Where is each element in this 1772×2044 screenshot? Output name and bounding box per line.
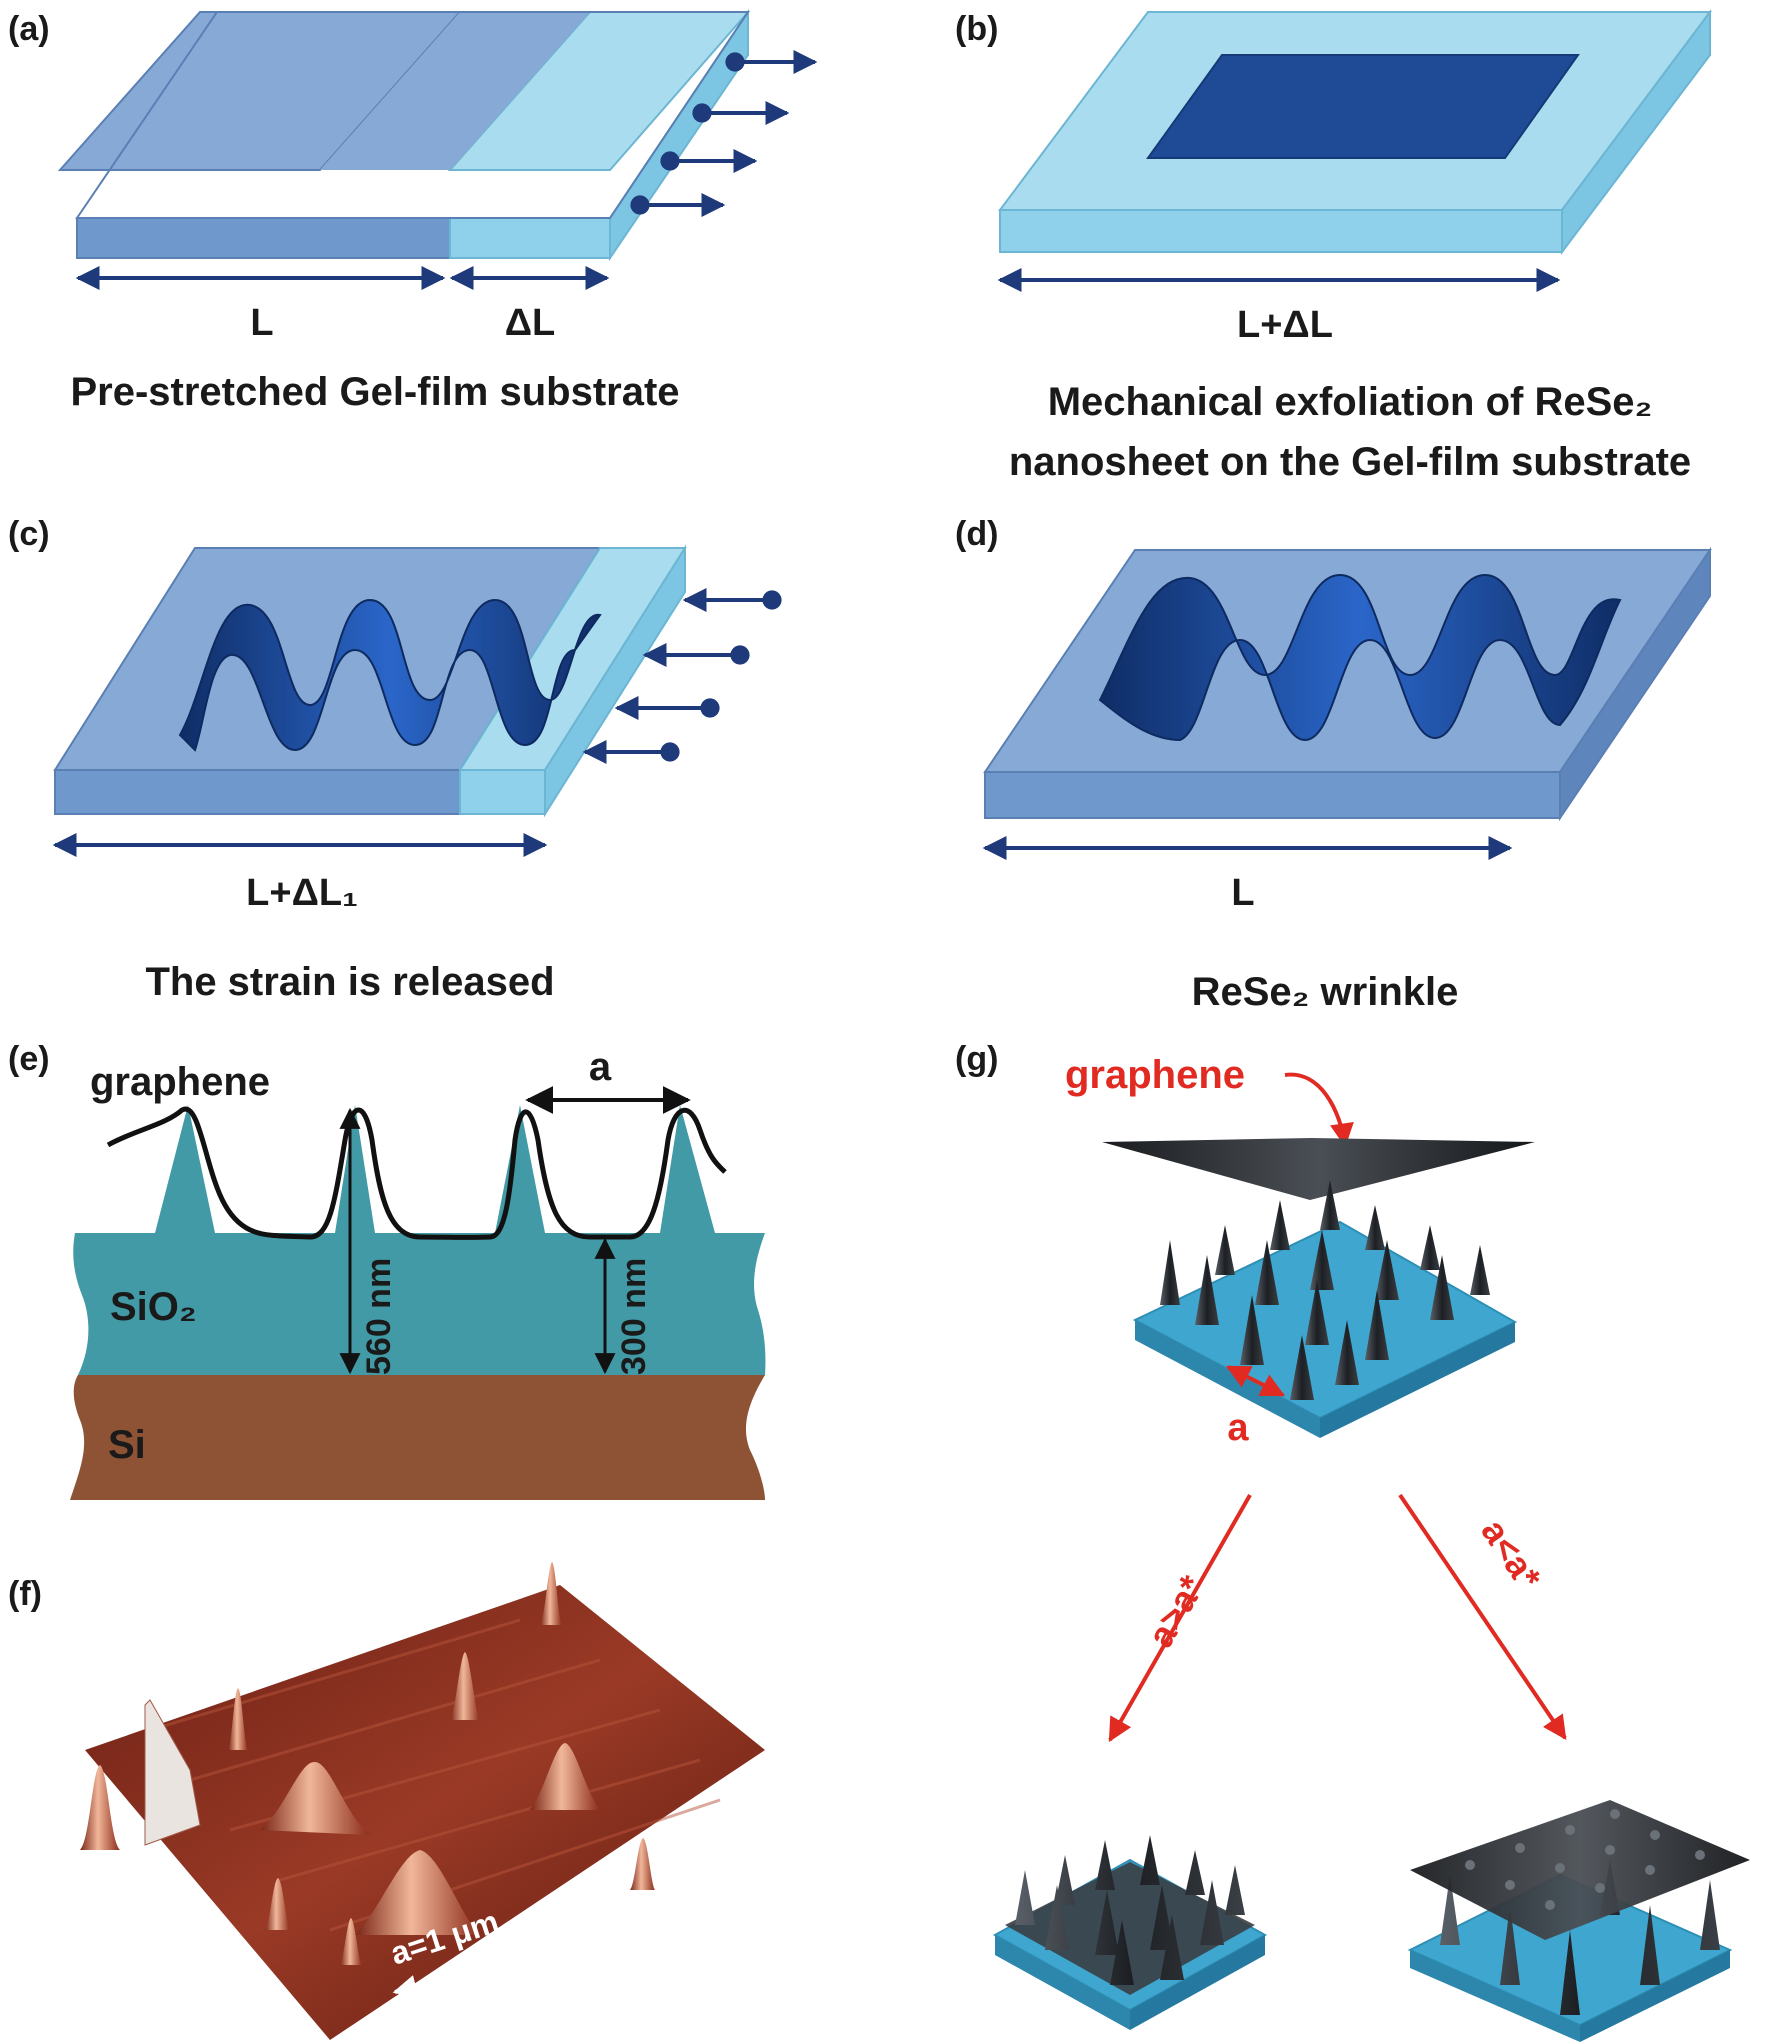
height-label-560: 560 nm <box>360 1258 398 1375</box>
scale-arrow <box>392 1948 545 1999</box>
panel-d-caption: ReSe₂ wrinkle <box>1192 970 1459 1014</box>
graphene-pointer <box>1284 1072 1354 1148</box>
afm-peak <box>540 1562 562 1625</box>
dimension-dL-label: ΔL <box>505 302 556 344</box>
afm-peak <box>530 1743 600 1810</box>
afm-peak <box>80 1765 120 1850</box>
panel-f: (f) a=1 μm <box>8 1562 765 2040</box>
afm-peak <box>450 1652 480 1720</box>
afm-peak <box>355 1850 480 1935</box>
panel-a-tag: (a) <box>8 10 50 48</box>
substrate-front-unstretched <box>54 769 461 815</box>
substrate-top-mid <box>320 12 590 170</box>
afm-peak <box>260 1761 370 1835</box>
sio2-layer <box>73 1105 766 1375</box>
panel-f-tag: (f) <box>8 1575 42 1613</box>
si-label: Si <box>108 1423 146 1467</box>
period-label: a <box>1227 1407 1249 1449</box>
pillar-substrate-front-right <box>1320 1322 1515 1438</box>
panel-b-tag: (b) <box>955 10 998 48</box>
panel-e-tag: (e) <box>8 1040 50 1078</box>
wrinkled-nanosheet <box>178 598 602 752</box>
substrate-front <box>999 209 1563 253</box>
panel-c-caption: The strain is released <box>145 960 554 1004</box>
afm-edge <box>144 1699 201 1846</box>
afm-peak <box>228 1688 248 1750</box>
panel-a-caption: Pre-stretched Gel-film substrate <box>70 370 679 414</box>
dimension-label: L+ΔL₁ <box>246 872 358 914</box>
graphene-layer <box>106 1106 727 1240</box>
height-label-300: 300 nm <box>615 1258 653 1375</box>
result-suspended <box>1407 1800 1750 2042</box>
dimension-label: L <box>1231 872 1254 914</box>
panel-b-caption-line1: Mechanical exfoliation of ReSe₂ <box>1048 380 1653 424</box>
panel-e: (e) graphene a 560 nm 300 nm SiO₂ Si <box>8 1040 766 1500</box>
graphene-label: graphene <box>1065 1053 1245 1097</box>
spike-array <box>1160 1180 1490 1400</box>
result-conformal <box>992 1835 1268 2030</box>
panel-c-tag: (c) <box>8 515 50 553</box>
graphene-sheet <box>1102 1138 1535 1200</box>
panel-d-tag: (d) <box>955 515 998 553</box>
period-label: a <box>589 1045 612 1089</box>
rese2-wrinkle <box>1098 573 1622 742</box>
substrate-side <box>1559 546 1711 822</box>
substrate-front <box>984 771 1561 819</box>
panel-c: (c) L+ΔL₁ The strain is released <box>8 515 782 1004</box>
afm-texture <box>149 1618 721 1932</box>
sio2-label: SiO₂ <box>110 1285 197 1329</box>
graphene-label: graphene <box>90 1060 270 1104</box>
substrate-front-stretched <box>459 769 546 815</box>
substrate-outline <box>75 11 750 219</box>
panel-g-tag: (g) <box>955 1040 998 1078</box>
substrate-side <box>1561 8 1711 255</box>
substrate-front-unstretched <box>76 217 451 259</box>
panel-b: (b) L+ΔL Mechanical exfoliation of ReSe₂… <box>955 8 1712 484</box>
panel-b-caption-line2: nanosheet on the Gel-film substrate <box>1009 440 1691 484</box>
afm-peak <box>340 1918 362 1965</box>
substrate-front-stretched <box>449 217 611 259</box>
rese2-nanosheet <box>1146 54 1580 159</box>
dimension-label: L+ΔL <box>1237 304 1333 346</box>
si-layer <box>70 1375 765 1500</box>
period-arrow <box>1225 1365 1286 1397</box>
afm-peak <box>630 1838 655 1890</box>
panel-a: (a) L ΔL Pre-stretched Gel-film substrat… <box>8 8 818 414</box>
branch-label-right: a<a* <box>1473 1512 1549 1597</box>
dimension-L-label: L <box>250 302 273 344</box>
panel-g: (g) graphene a <box>955 1040 1750 2042</box>
afm-peak <box>265 1878 290 1930</box>
branch-arrow-right <box>1398 1493 1567 1740</box>
panel-d: (d) L ReSe₂ wrinkle <box>955 515 1712 1014</box>
branch-arrow-left <box>1108 1494 1252 1743</box>
